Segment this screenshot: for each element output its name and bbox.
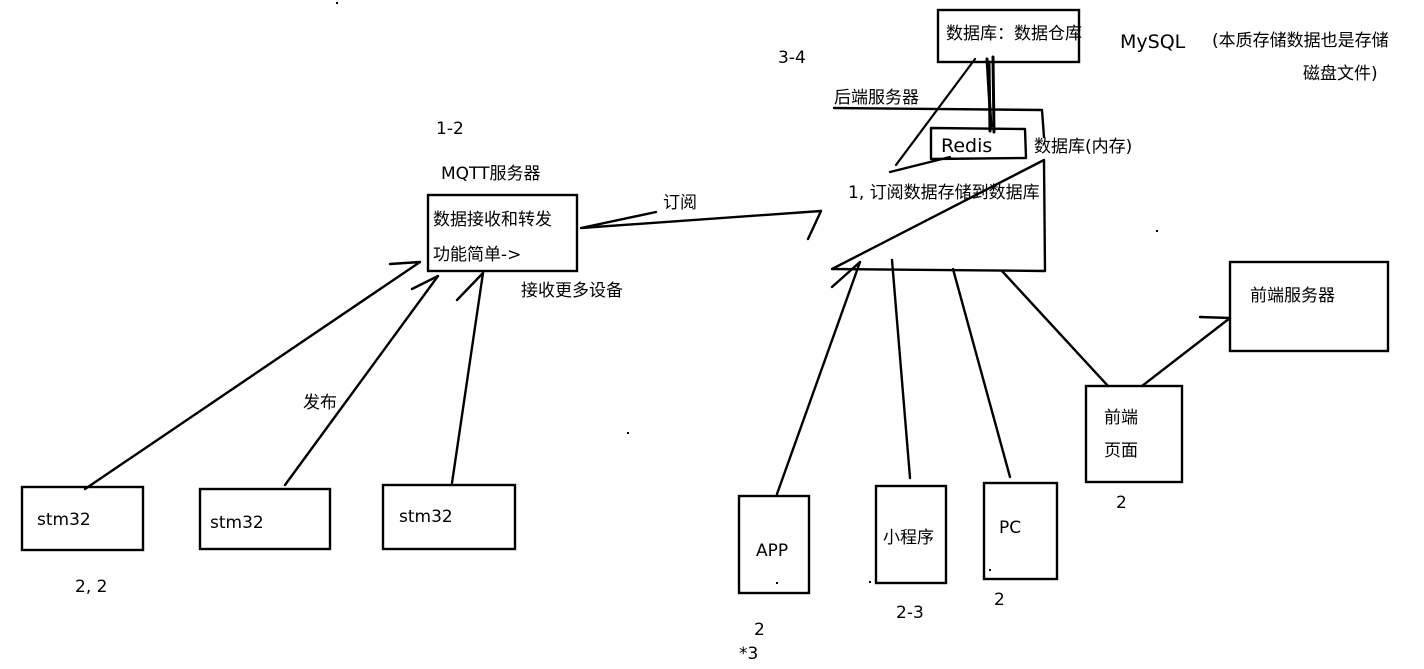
mqtt-server-box <box>426 193 579 273</box>
app-estimate-line2: *3 <box>739 644 759 664</box>
stm32-label-a: stm32 <box>37 510 91 530</box>
redis-label: Redis <box>941 135 993 157</box>
backend-to-app-link <box>775 260 862 496</box>
redis-note: 数据库(内存) <box>1034 137 1133 157</box>
backend-to-miniprogram-link <box>890 258 912 480</box>
frontend-server-box <box>1228 260 1390 353</box>
db-to-backend-link <box>894 57 977 167</box>
publish-label: 发布 <box>303 393 337 413</box>
backend-task-label: 1, 订阅数据存储到数据库 <box>848 183 1040 203</box>
backend-server-box <box>830 106 1047 273</box>
miniprogram-estimate: 2-3 <box>896 603 924 623</box>
backend-estimate: 3-4 <box>778 48 806 68</box>
stm32-box-c <box>381 483 517 551</box>
mysql-label: MySQL <box>1120 31 1186 53</box>
app-estimate-line1: 2 <box>754 620 765 640</box>
miniprogram-label: 小程序 <box>883 528 934 548</box>
db-warehouse-box <box>936 8 1081 64</box>
db-to-redis-link <box>985 55 996 134</box>
app-label: APP <box>756 541 789 561</box>
pc-estimate: 2 <box>994 590 1005 610</box>
frontend-page-box <box>1084 384 1184 484</box>
frontend-page-to-server-link <box>1140 315 1232 388</box>
publish-link-b <box>283 274 440 487</box>
mqtt-line1: 数据接收和转发 <box>433 210 552 230</box>
mqtt-line2: 功能简单-> <box>433 245 522 265</box>
stray-dot <box>989 569 991 571</box>
pc-box <box>982 481 1059 581</box>
publish-link-c <box>450 271 485 485</box>
miniprogram-box <box>874 484 948 585</box>
subscribe-link <box>579 209 823 241</box>
stray-dot <box>627 432 629 434</box>
backend-title: 后端服务器 <box>834 88 919 108</box>
stray-dot <box>1156 230 1158 232</box>
stm32-box-b <box>198 487 332 551</box>
db-warehouse-label: 数据库：数据仓库 <box>946 24 1082 44</box>
frontend-page-line2: 页面 <box>1104 441 1138 461</box>
mqtt-title: MQTT服务器 <box>441 164 541 184</box>
stray-dot <box>336 2 338 4</box>
backend-to-frontend-page-link <box>1000 269 1110 388</box>
mqtt-estimate: 1-2 <box>436 119 464 139</box>
stm32-box-a <box>20 485 145 552</box>
pc-label: PC <box>999 518 1022 538</box>
publish-link-a <box>83 260 422 491</box>
frontend-estimate: 2 <box>1116 493 1127 513</box>
mqtt-more-label: 接收更多设备 <box>521 281 623 301</box>
stm32-label-b: stm32 <box>210 513 264 533</box>
stray-dot <box>869 581 871 583</box>
stm32-label-c: stm32 <box>399 507 453 527</box>
frontend-server-label: 前端服务器 <box>1250 286 1335 306</box>
mysql-note-line1: (本质存储数据也是存储 <box>1212 31 1389 51</box>
mysql-note-line2: 磁盘文件) <box>1303 64 1378 84</box>
stm32-estimate: 2, 2 <box>75 577 108 597</box>
stray-dot <box>776 582 778 584</box>
frontend-page-line1: 前端 <box>1104 408 1138 428</box>
subscribe-label: 订阅 <box>663 193 697 213</box>
app-box <box>737 494 811 595</box>
redis-to-backend-link <box>888 155 952 174</box>
backend-to-pc-link <box>951 267 1012 479</box>
